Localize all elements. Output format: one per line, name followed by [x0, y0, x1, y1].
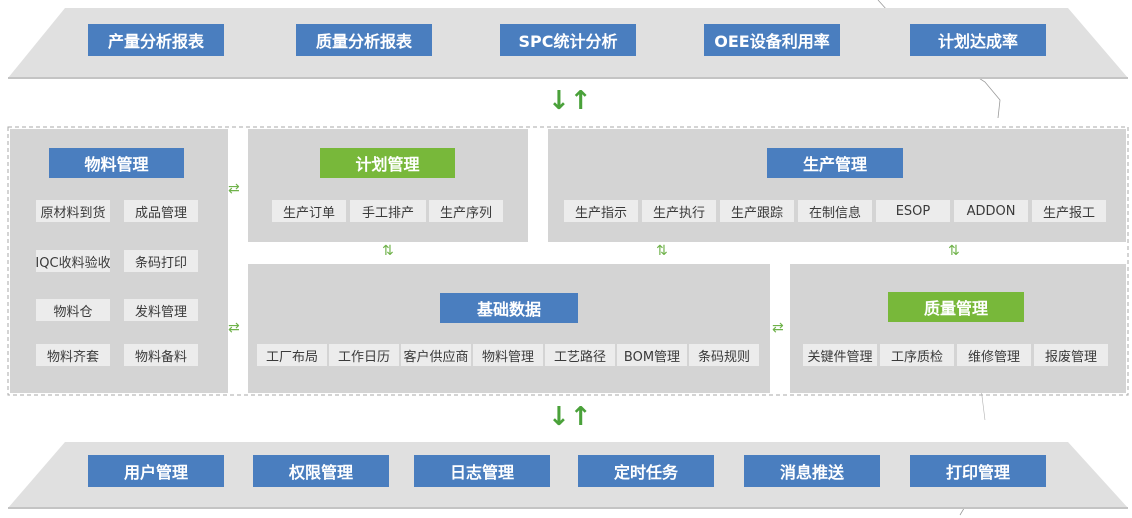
- top-btn-oee[interactable]: OEE设备利用率: [704, 24, 840, 56]
- plan-item-manual-schedule[interactable]: 手工排产: [350, 200, 426, 222]
- arrow-down-up-icon-bottom: ↓↑: [548, 402, 592, 432]
- basic-item-calendar[interactable]: 工作日历: [329, 344, 399, 366]
- plan-item-sequence[interactable]: 生产序列: [429, 200, 503, 222]
- basic-item-factory-layout[interactable]: 工厂布局: [257, 344, 327, 366]
- arrow-up-down-icon-production-quality: ⇅: [948, 243, 960, 259]
- production-item-execution[interactable]: 生产执行: [642, 200, 716, 222]
- basic-item-customer-supplier[interactable]: 客户供应商: [401, 344, 471, 366]
- material-title[interactable]: 物料管理: [49, 148, 184, 178]
- quality-item-repair[interactable]: 维修管理: [957, 344, 1031, 366]
- material-item-prep[interactable]: 物料备料: [124, 344, 198, 366]
- quality-title[interactable]: 质量管理: [888, 292, 1024, 322]
- bottom-btn-print[interactable]: 打印管理: [910, 455, 1046, 487]
- bottom-btn-log[interactable]: 日志管理: [414, 455, 550, 487]
- bottom-btn-scheduled-task[interactable]: 定时任务: [578, 455, 714, 487]
- material-item-finished[interactable]: 成品管理: [124, 200, 198, 222]
- arrow-down-up-icon-top: ↓↑: [548, 86, 592, 116]
- arrow-up-down-icon-production-basic: ⇅: [656, 243, 668, 259]
- arrow-left-right-icon-material-plan: ⇄: [228, 181, 240, 197]
- quality-panel: [790, 264, 1126, 393]
- basic-item-routing[interactable]: 工艺路径: [545, 344, 615, 366]
- production-panel: [548, 129, 1126, 242]
- basic-data-panel: [248, 264, 770, 393]
- basic-item-bom[interactable]: BOM管理: [617, 344, 687, 366]
- top-btn-spc-analysis[interactable]: SPC统计分析: [500, 24, 636, 56]
- quality-item-key-parts[interactable]: 关键件管理: [803, 344, 877, 366]
- production-item-esop[interactable]: ESOP: [876, 200, 950, 222]
- material-item-barcode-print[interactable]: 条码打印: [124, 250, 198, 272]
- production-item-report[interactable]: 生产报工: [1032, 200, 1106, 222]
- material-item-iqc[interactable]: IQC收料验收: [36, 250, 110, 272]
- basic-item-barcode-rule[interactable]: 条码规则: [689, 344, 759, 366]
- plan-item-order[interactable]: 生产订单: [272, 200, 346, 222]
- production-title[interactable]: 生产管理: [767, 148, 903, 178]
- quality-item-scrap[interactable]: 报废管理: [1034, 344, 1108, 366]
- material-item-raw-arrival[interactable]: 原材料到货: [36, 200, 110, 222]
- production-item-addon[interactable]: ADDON: [954, 200, 1028, 222]
- bottom-btn-user[interactable]: 用户管理: [88, 455, 224, 487]
- material-item-kitting[interactable]: 物料齐套: [36, 344, 110, 366]
- arrow-up-down-icon-plan-basic: ⇅: [382, 243, 394, 259]
- basic-item-material[interactable]: 物料管理: [473, 344, 543, 366]
- bottom-btn-message-push[interactable]: 消息推送: [744, 455, 880, 487]
- top-btn-quality-report[interactable]: 质量分析报表: [296, 24, 432, 56]
- top-btn-output-report[interactable]: 产量分析报表: [88, 24, 224, 56]
- quality-item-process-inspection[interactable]: 工序质检: [880, 344, 954, 366]
- plan-panel: [248, 129, 528, 242]
- top-btn-plan-rate[interactable]: 计划达成率: [910, 24, 1046, 56]
- plan-title[interactable]: 计划管理: [320, 148, 455, 178]
- bottom-btn-permission[interactable]: 权限管理: [253, 455, 389, 487]
- production-item-tracking[interactable]: 生产跟踪: [720, 200, 794, 222]
- arrow-left-right-icon-material-basic: ⇄: [228, 320, 240, 336]
- material-item-warehouse[interactable]: 物料仓: [36, 299, 110, 321]
- production-item-instruction[interactable]: 生产指示: [564, 200, 638, 222]
- basic-data-title[interactable]: 基础数据: [440, 293, 578, 323]
- material-item-issue[interactable]: 发料管理: [124, 299, 198, 321]
- production-item-wip[interactable]: 在制信息: [798, 200, 872, 222]
- arrow-left-right-icon-basic-quality: ⇄: [772, 320, 784, 336]
